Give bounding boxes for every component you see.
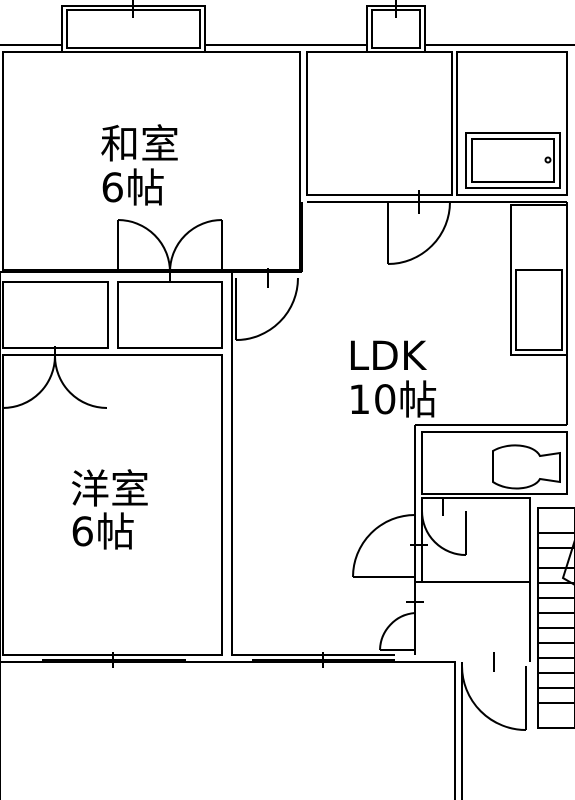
window-bay-left	[62, 0, 205, 52]
closet-left	[3, 282, 108, 348]
toilet-room	[422, 432, 567, 494]
closet-right	[118, 282, 222, 348]
ldk-name-label: LDK	[347, 334, 428, 380]
youshitsu-room	[3, 355, 222, 668]
washroom	[415, 498, 530, 662]
washitsu-name-label: 和室	[100, 122, 180, 168]
ldk-size-label: 10帖	[347, 378, 438, 424]
washitsu-size-label: 6帖	[100, 166, 165, 212]
exterior-walls	[0, 44, 575, 800]
storage-room	[307, 52, 452, 195]
room-labels: 和室 6帖 LDK 10帖 洋室 6帖	[70, 122, 438, 556]
window-bay-right	[367, 0, 425, 52]
youshitsu-size-label: 6帖	[70, 510, 135, 556]
ldk-room	[231, 202, 567, 668]
stairs	[538, 508, 575, 728]
kitchen-counter	[511, 205, 567, 355]
door-swings	[3, 190, 526, 730]
youshitsu-name-label: 洋室	[70, 467, 150, 513]
bath-room	[457, 52, 567, 195]
